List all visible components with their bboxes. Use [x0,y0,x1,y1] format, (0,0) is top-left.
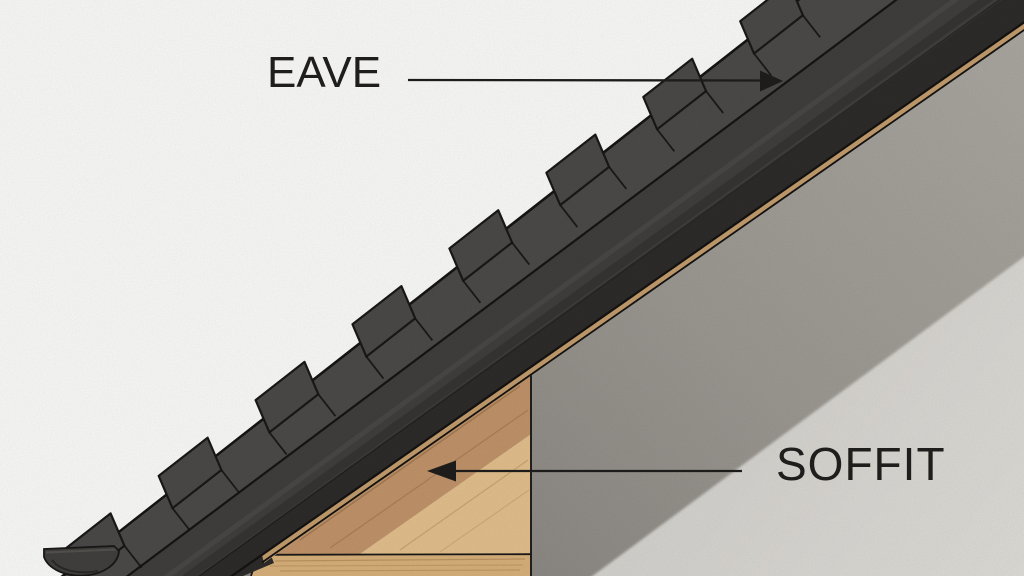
soffit-arrow [427,460,742,482]
eave-arrowhead-icon [760,70,783,92]
soffit-label: SOFFIT [776,438,946,490]
eave-label: EAVE [267,48,382,97]
soffit-arrowhead-icon [427,460,456,482]
eave-arrow [407,70,783,92]
